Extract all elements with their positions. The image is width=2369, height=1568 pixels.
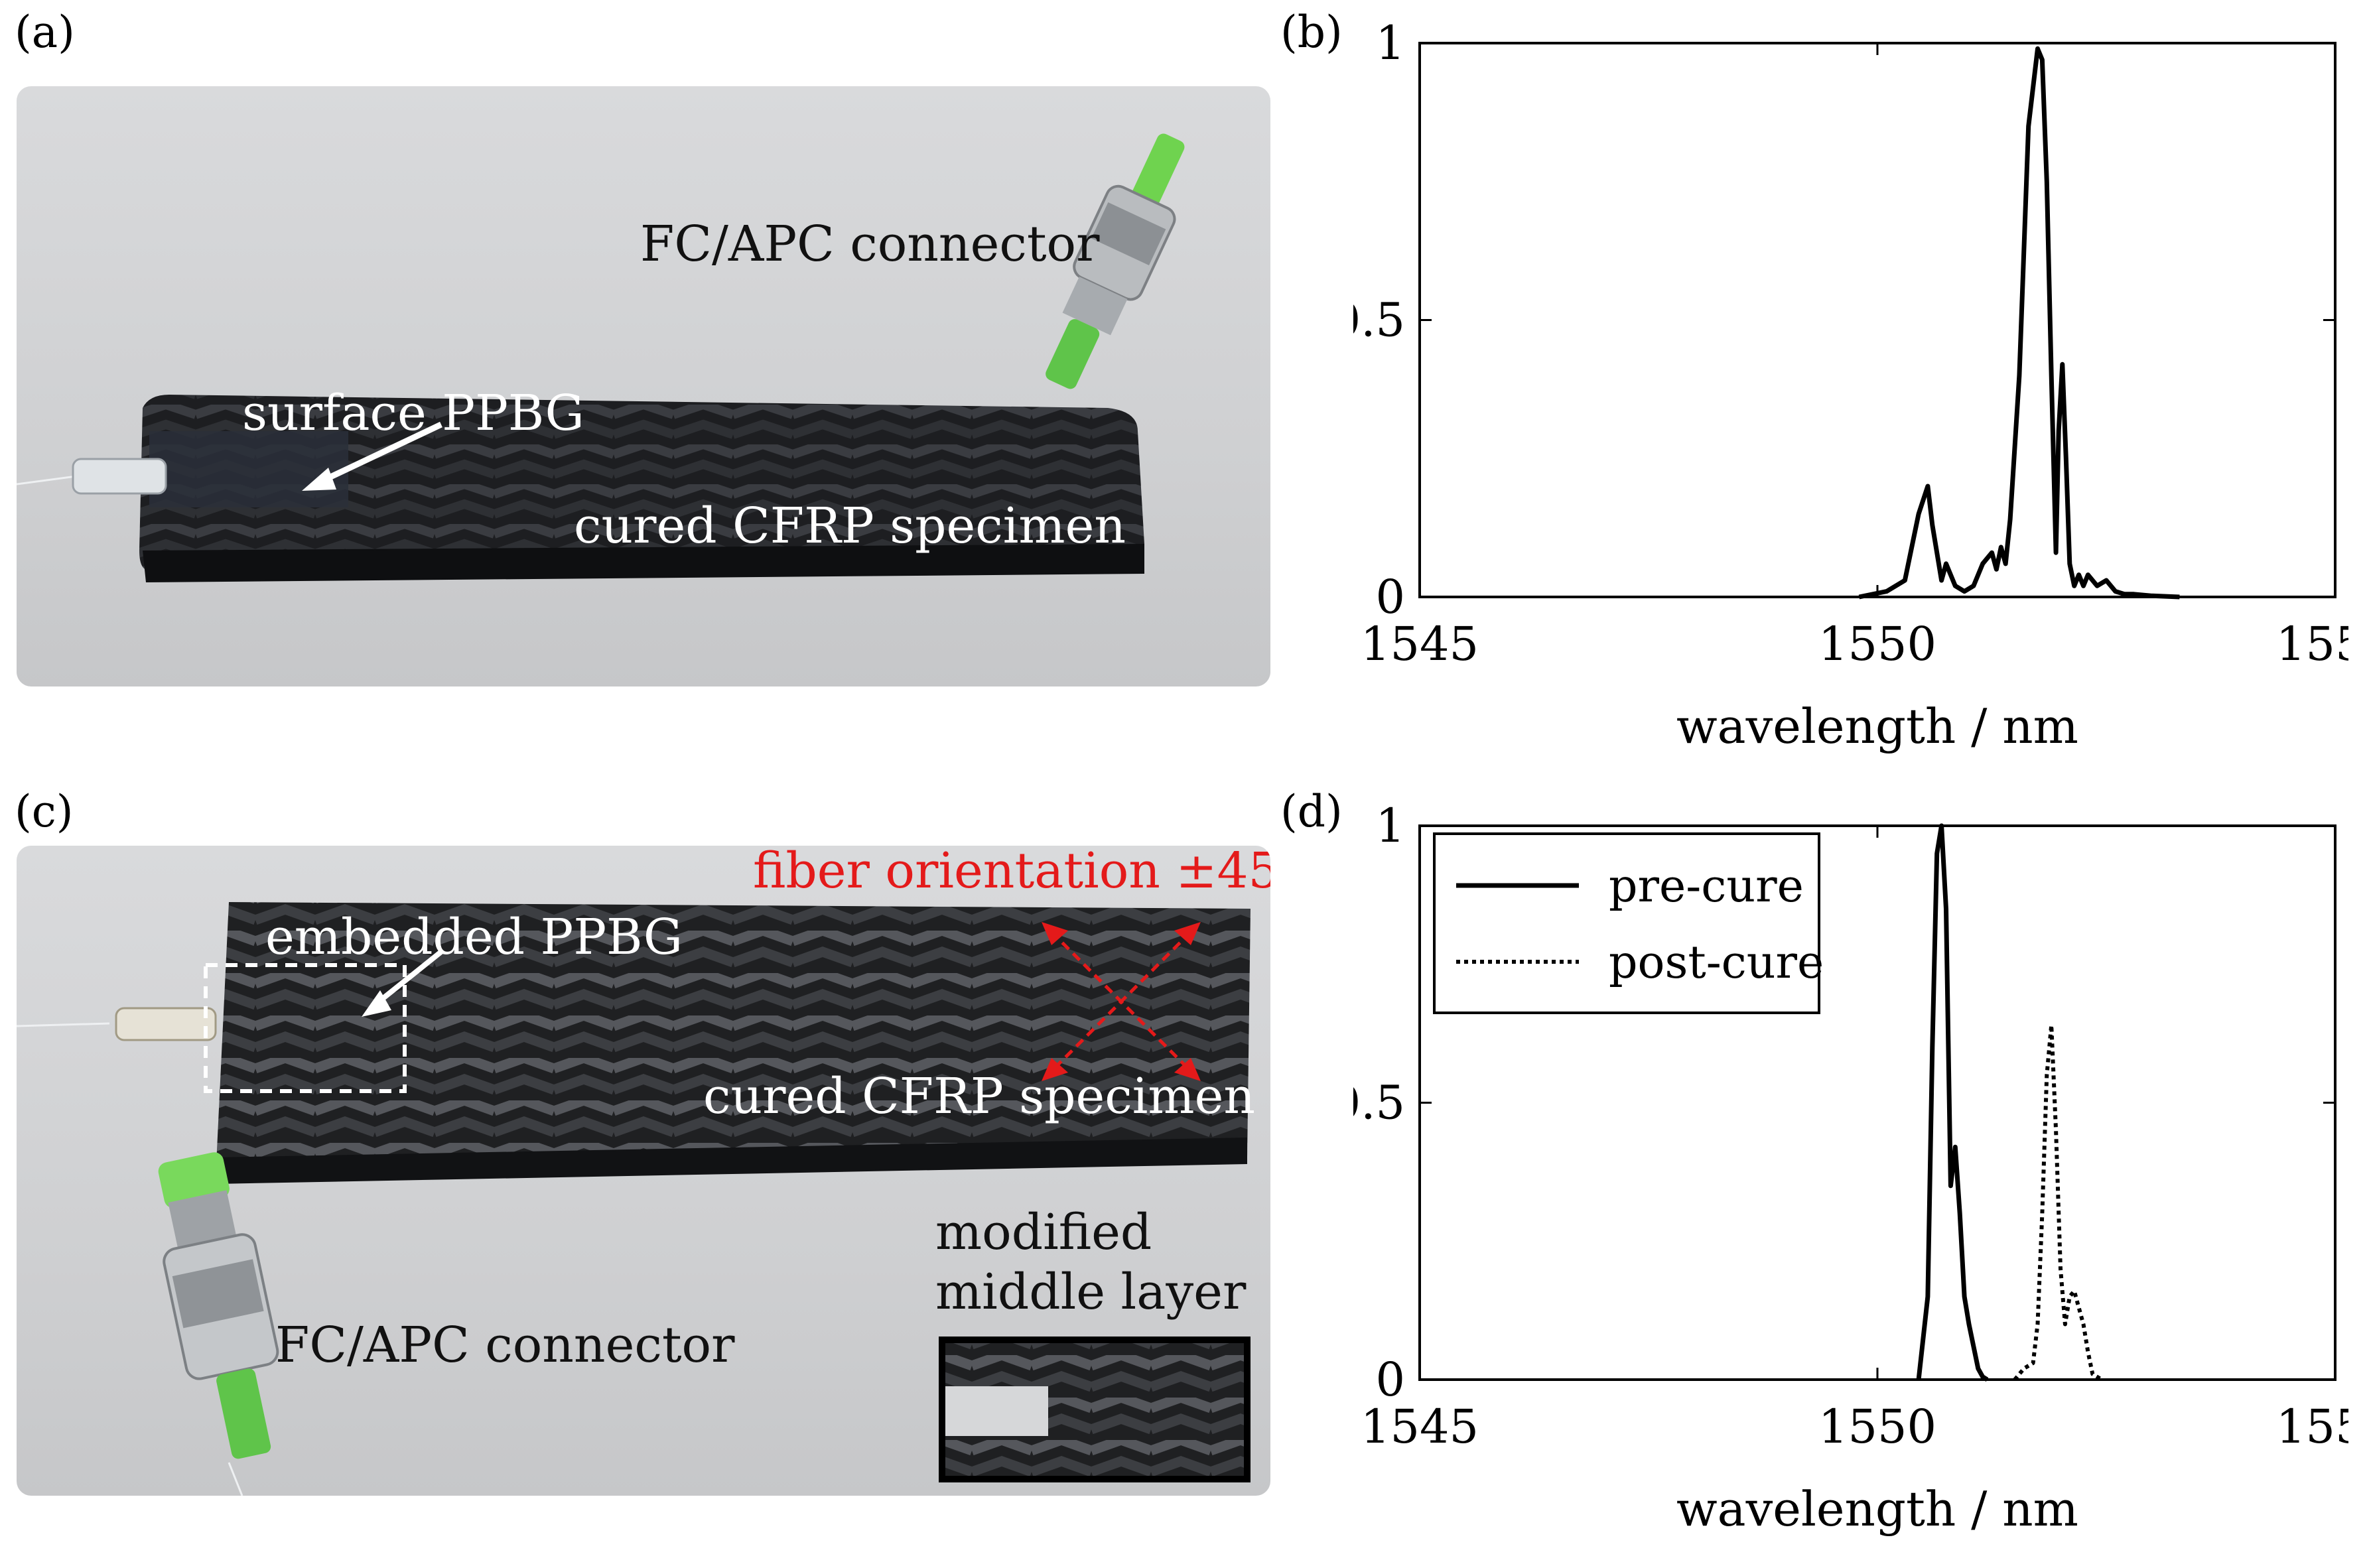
panel-letter-d: (d)	[1280, 786, 1343, 837]
label-connector-c: FC/APC connector	[275, 1317, 735, 1374]
photo-embedded-specimen: fiber orientation ±45° embedded PPBG cur…	[17, 846, 1270, 1496]
label-specimen-c: cured CFRP specimen	[703, 1068, 1256, 1125]
x-tick-label: 1555	[2276, 1400, 2348, 1454]
inset-middle-layer	[939, 1337, 1251, 1482]
y-tick-label: 0.5	[1353, 293, 1405, 348]
fiber-ferrule-c	[115, 1007, 217, 1041]
cfrp-laminate-c	[216, 902, 1251, 1177]
photo-a-drawing	[17, 133, 1185, 582]
panel-letter-c: (c)	[15, 786, 74, 837]
x-tick-label: 1555	[2276, 617, 2348, 671]
surface-ppbg-patch	[149, 431, 348, 507]
series-line-post-cure	[2013, 1023, 2103, 1382]
photo-c-drawing	[17, 902, 1251, 1496]
label-connector-a: FC/APC connector	[640, 216, 1100, 273]
panel-letter-a: (a)	[15, 7, 75, 58]
fiber-ferrule-a	[72, 458, 167, 495]
x-tick-label: 1545	[1361, 1400, 1479, 1454]
series-line-spectrum	[1858, 46, 2180, 600]
y-tick-label: 0.5	[1353, 1076, 1405, 1130]
laminate-edge-a	[143, 544, 1144, 582]
optical-fiber-lead-c	[17, 1022, 110, 1027]
label-fiber-orientation: fiber orientation ±45°	[753, 846, 1270, 899]
y-tick-label: 0	[1375, 570, 1405, 624]
legend-label-post-cure: post-cure	[1609, 937, 1824, 989]
legend: pre-cure post-cure	[1433, 832, 1824, 1014]
x-tick-label: 1550	[1818, 1400, 1936, 1454]
series-line-pre-cure	[1916, 823, 1989, 1382]
photo-surface-specimen: FC/APC connector surface PPBG cured CFRP…	[17, 86, 1270, 686]
arrow-surface-ppbg	[314, 421, 442, 488]
y-tick-label: 0	[1375, 1352, 1405, 1407]
label-inset-line2: middle layer	[935, 1264, 1247, 1321]
label-inset-line1: modified	[935, 1204, 1152, 1261]
fc-apc-connector-c	[158, 1152, 279, 1459]
x-axis-label: wavelength / nm	[1676, 698, 2078, 754]
fc-apc-connector-a	[1046, 133, 1185, 389]
y-tick-label: 1	[1375, 799, 1405, 853]
x-tick-label: 1550	[1818, 617, 1936, 671]
fiber-orientation-arrows	[1050, 931, 1192, 1073]
y-tick-label: 1	[1375, 16, 1405, 70]
x-tick-label: 1545	[1361, 617, 1479, 671]
label-embedded-ppbg: embedded PPBG	[265, 909, 683, 966]
legend-box	[1433, 832, 1820, 1014]
plot-frame	[1418, 42, 2336, 598]
label-specimen-a: cured CFRP specimen	[574, 497, 1126, 555]
optical-fiber-lead	[17, 475, 77, 486]
arrow-embedded-ppbg	[373, 949, 443, 1008]
embedded-ppbg-box	[204, 963, 407, 1093]
legend-label-pre-cure: pre-cure	[1609, 860, 1804, 913]
panel-letter-b: (b)	[1280, 7, 1343, 58]
x-axis-label: wavelength / nm	[1676, 1481, 2078, 1537]
laminate-edge-c	[216, 1138, 1247, 1184]
label-surface-ppbg: surface PPBG	[242, 385, 584, 442]
cfrp-laminate-a	[139, 395, 1144, 570]
